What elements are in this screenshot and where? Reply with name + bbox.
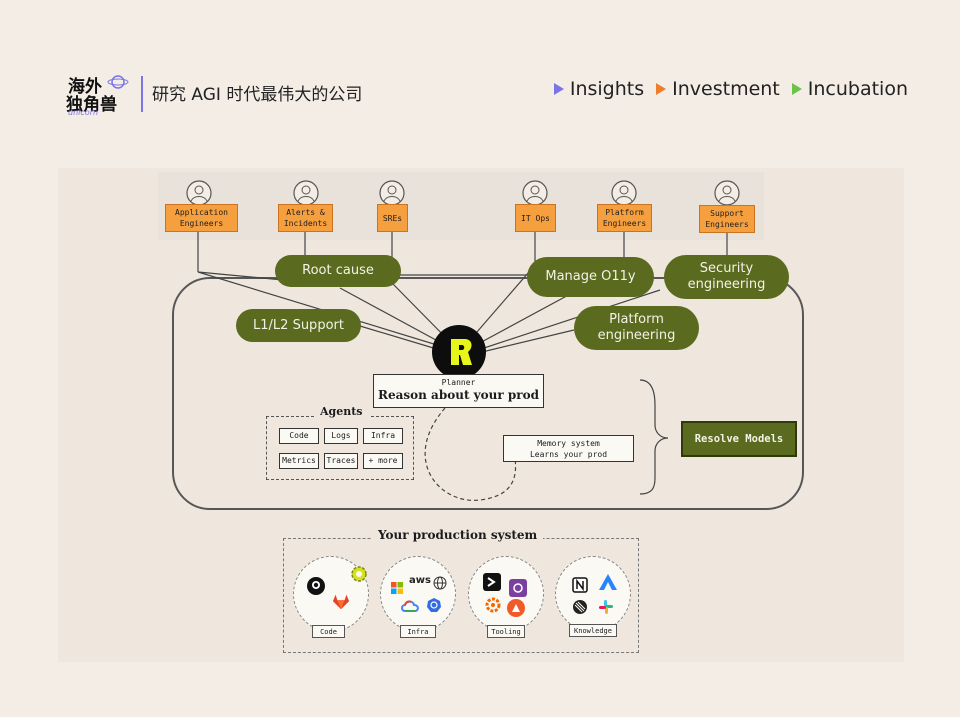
grafana-icon: [485, 597, 501, 617]
gitlab-icon: [332, 593, 350, 611]
role-line: IT Ops: [521, 213, 550, 223]
production-group-knowledge: [555, 556, 631, 632]
nav-investment[interactable]: Investment: [656, 78, 780, 100]
role-alerts-incidents: Alerts & Incidents: [278, 204, 333, 232]
production-label-knowledge: Knowledge: [569, 624, 617, 637]
agent-infra: Infra: [363, 428, 403, 444]
role-line: Platform: [605, 208, 644, 217]
globe-icon: [433, 575, 447, 594]
role-line: Engineers: [602, 219, 647, 228]
memory-subtitle: Learns your prod: [529, 450, 608, 459]
gcp-icon: [401, 597, 419, 616]
system-frame: [172, 277, 804, 510]
person-icon: [293, 180, 319, 210]
datadog-icon: [507, 599, 525, 617]
role-line: Engineers: [705, 220, 749, 229]
memory-title: Memory system: [537, 439, 600, 448]
nav-investment-label: Investment: [672, 78, 780, 100]
agent-logs: Logs: [324, 428, 358, 444]
header-divider: [141, 76, 143, 112]
linear-icon: [572, 599, 588, 619]
planner-box: Planner Reason about your prod: [373, 374, 544, 408]
nav-insights-label: Insights: [569, 78, 645, 100]
planner-title: Planner: [441, 378, 476, 387]
resolve-models-box: Resolve Models: [681, 421, 797, 457]
brand-logo: 海外 独角兽 unicorn: [66, 70, 130, 120]
capability-manage-o11y: Manage O11y: [527, 257, 654, 297]
production-group-infra: aws: [380, 556, 456, 632]
agents-title: Agents: [314, 405, 369, 418]
production-group-code: [293, 556, 369, 632]
nav-insights[interactable]: Insights: [553, 78, 645, 100]
github-icon: [307, 577, 325, 595]
role-line: Incidents: [283, 219, 328, 228]
capability-platform-engineering: Platform engineering: [574, 306, 699, 350]
agent-metrics: Metrics: [279, 453, 319, 469]
production-label-code: Code: [312, 625, 345, 638]
production-label-tooling: Tooling: [487, 625, 525, 638]
capability-security-engineering: Security engineering: [664, 255, 789, 299]
notion-icon: [572, 577, 588, 597]
prometheus-icon: [509, 579, 527, 597]
aws-icon: aws: [409, 575, 431, 586]
gear-icon: [350, 565, 368, 583]
memory-box: Memory system Learns your prod: [503, 435, 634, 462]
triangle-icon: [553, 83, 564, 95]
triangle-icon: [791, 83, 802, 95]
atlassian-icon: [598, 573, 618, 595]
production-label-infra: Infra: [400, 625, 436, 638]
person-icon: [186, 180, 212, 210]
role-line: Alerts &: [286, 208, 325, 217]
nav-incubation-label: Incubation: [807, 78, 908, 100]
microsoft-icon: [391, 579, 403, 594]
agent-more: + more: [363, 453, 403, 469]
agent-traces: Traces: [324, 453, 358, 469]
terminal-icon: [483, 573, 501, 591]
planner-subtitle: Reason about your prod: [378, 388, 539, 402]
role-sres: SREs: [377, 204, 408, 232]
triangle-icon: [656, 83, 667, 95]
nav-incubation[interactable]: Incubation: [791, 78, 908, 100]
svg-text:独角兽: 独角兽: [66, 94, 117, 115]
role-it-ops: IT Ops: [515, 204, 556, 232]
slack-icon: [598, 599, 614, 619]
role-line: Application: [175, 208, 228, 217]
role-line: Support: [710, 209, 744, 218]
agents-frame: [266, 416, 414, 480]
diagram-roles-band: [158, 172, 764, 240]
resolve-logo-icon: [432, 325, 486, 379]
production-group-tooling: [468, 556, 544, 632]
header-subtitle: 研究 AGI 时代最伟大的公司: [152, 85, 363, 105]
capability-root-cause: Root cause: [275, 255, 401, 287]
agent-code: Code: [279, 428, 319, 444]
svg-text:海外: 海外: [68, 76, 102, 97]
role-line: SREs: [382, 213, 403, 223]
capability-l1l2-support: L1/L2 Support: [236, 309, 361, 342]
role-line: Engineers: [179, 219, 224, 228]
brand-logo-sub: unicorn: [68, 108, 99, 117]
production-title: Your production system: [372, 528, 544, 542]
kubernetes-icon: [427, 597, 441, 616]
header-nav: Insights Investment Incubation: [548, 78, 908, 100]
